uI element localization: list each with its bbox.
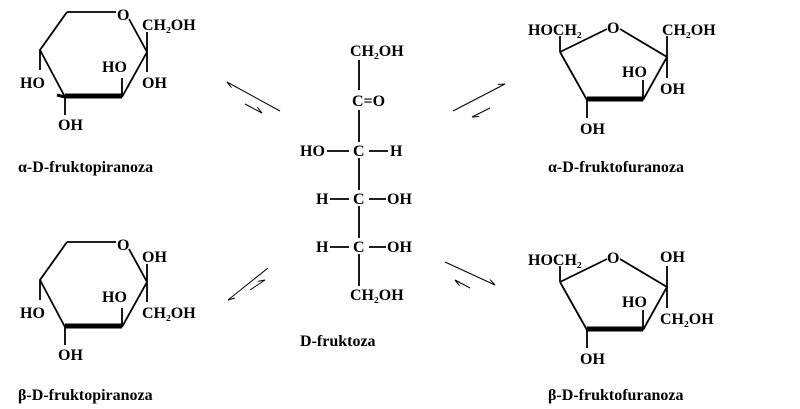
c4-label: OH bbox=[58, 117, 83, 134]
equilibrium-arrow-bottom-right bbox=[444, 261, 495, 289]
substituent-bonds bbox=[559, 36, 668, 118]
ring-bonds bbox=[38, 241, 149, 328]
c3-right: H bbox=[390, 143, 403, 160]
arrow-forward bbox=[452, 84, 506, 112]
equilibrium-arrow-bottom-left bbox=[227, 267, 269, 300]
ring-oxygen: O bbox=[607, 20, 619, 37]
compound-name: β-D-fruktopiranoza bbox=[18, 387, 153, 404]
c3-label: HO bbox=[622, 64, 647, 81]
arrow-forward bbox=[227, 267, 269, 300]
c2-bottom-label: CH₂OH bbox=[660, 311, 714, 328]
ring-oxygen: O bbox=[117, 237, 129, 254]
compound-name: α-D-fruktofuranoza bbox=[548, 159, 684, 176]
ring-oxygen: O bbox=[117, 7, 129, 24]
c6-label: HOCH₂ bbox=[528, 252, 582, 269]
c4-label: OH bbox=[580, 121, 605, 138]
c5-right: OH bbox=[387, 239, 412, 256]
c3-label: HO bbox=[102, 289, 127, 306]
c2-top-label: OH bbox=[142, 249, 167, 266]
arrow-forward bbox=[444, 261, 495, 286]
substituent-bonds bbox=[559, 266, 668, 348]
c4-left: H bbox=[316, 191, 329, 208]
c4-carbon: C bbox=[353, 191, 365, 208]
arrow-reverse bbox=[471, 107, 491, 117]
c2-bottom-label: OH bbox=[660, 81, 685, 98]
c4-right: OH bbox=[387, 191, 412, 208]
c5-carbon: C bbox=[353, 239, 365, 256]
substituent-bonds bbox=[39, 264, 148, 345]
c2-top-label: CH₂OH bbox=[142, 17, 196, 34]
c4-label: OH bbox=[58, 347, 83, 364]
c2-label: C=O bbox=[352, 93, 385, 110]
beta-d-fructofuranose: O HOCH₂ OH CH₂OH HO OH β-D-fruktofuranoz… bbox=[528, 249, 714, 404]
c6-label: HOCH₂ bbox=[528, 22, 582, 39]
c5-label: HO bbox=[20, 305, 45, 322]
c1-label: CH₂OH bbox=[350, 43, 404, 60]
compound-name: β-D-fruktofuranoza bbox=[548, 387, 684, 404]
c6-label: CH₂OH bbox=[350, 287, 404, 304]
c2-bottom-label: CH₂OH bbox=[142, 305, 196, 322]
c5-left: H bbox=[316, 239, 329, 256]
c3-label: HO bbox=[622, 294, 647, 311]
d-fructose-open-chain: CH₂OH C=O HO C H H C OH H C OH CH₂OH D-f… bbox=[300, 43, 412, 350]
c2-top-label: OH bbox=[660, 249, 685, 266]
arrow-reverse bbox=[455, 279, 471, 289]
ring-bonds bbox=[559, 258, 669, 331]
equilibrium-arrow-top-left bbox=[227, 81, 281, 114]
compound-name: α-D-fruktopiranoza bbox=[18, 159, 153, 176]
c3-left: HO bbox=[300, 143, 325, 160]
c4-label: OH bbox=[580, 351, 605, 368]
c2-bottom-label: OH bbox=[142, 75, 167, 92]
ring-bonds bbox=[559, 28, 669, 101]
substituent-bonds bbox=[39, 32, 148, 115]
c2-top-label: CH₂OH bbox=[662, 22, 716, 39]
alpha-d-fructopyranose: O CH₂OH OH HO OH HO α-D-fruktopiranoza bbox=[18, 7, 196, 176]
c5-label: HO bbox=[20, 75, 45, 92]
alpha-d-fructofuranose: O HOCH₂ CH₂OH OH HO OH α-D-fruktofuranoz… bbox=[528, 20, 716, 176]
ring-bonds bbox=[38, 11, 149, 98]
c3-label: HO bbox=[102, 59, 127, 76]
arrow-reverse bbox=[244, 103, 262, 114]
ring-oxygen: O bbox=[607, 250, 619, 267]
equilibrium-arrow-top-right bbox=[452, 84, 506, 117]
arrow-forward bbox=[227, 81, 281, 112]
compound-name: D-fruktoza bbox=[300, 333, 376, 350]
beta-d-fructopyranose: O OH CH₂OH HO OH HO β-D-fruktopiranoza bbox=[18, 237, 196, 404]
arrow-reverse bbox=[249, 280, 266, 291]
c3-carbon: C bbox=[353, 143, 365, 160]
